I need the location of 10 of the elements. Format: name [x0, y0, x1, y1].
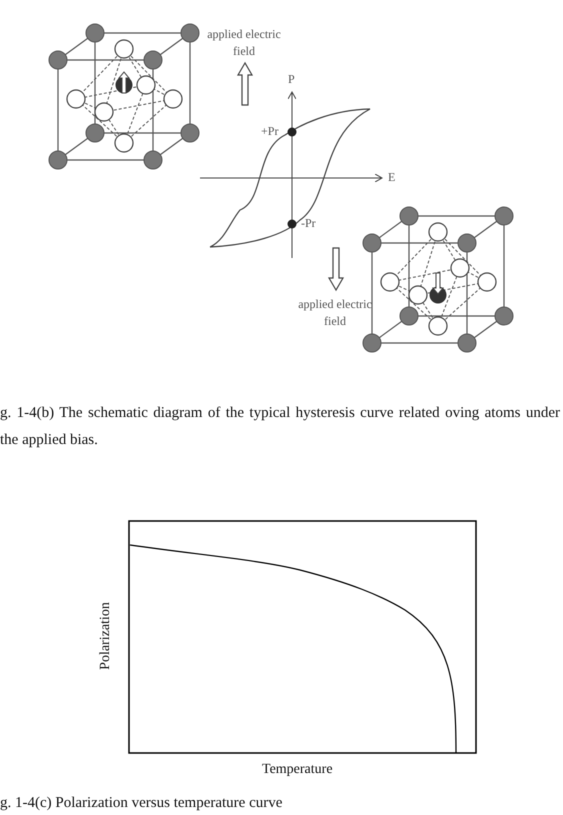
point-label: -Pr [301, 216, 316, 231]
annotation-text: applied electric field [297, 296, 373, 330]
figure-caption: g. 1-4(b) The schematic diagram of the typical hysteresis curve related oving atoms under the applied bias. [0, 404, 560, 450]
point-label: +Pr [261, 124, 278, 139]
annotation-text: applied electric field [207, 26, 281, 60]
axis-title: Temperature [262, 762, 333, 778]
axis-title: Polarization [98, 602, 114, 670]
axis-label: E [388, 170, 396, 185]
figure-caption: g. 1-4(c) Polarization versus temperature curve [0, 795, 282, 812]
axis-label: P [288, 72, 295, 87]
